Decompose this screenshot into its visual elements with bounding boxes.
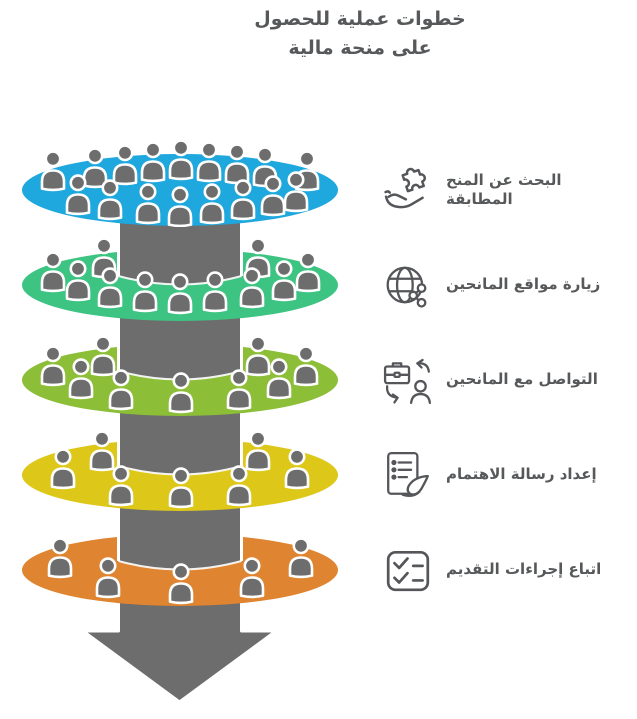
- step-label: اتباع إجراءات التقديم: [446, 560, 602, 579]
- checklist-icon: [383, 545, 433, 595]
- hand-puzzle-icon: [383, 165, 433, 215]
- step-label: إعداد رسالة الاهتمام: [446, 465, 597, 484]
- step-label: زيارة مواقع المانحين: [446, 275, 601, 294]
- column-edge-highlight: [117, 227, 243, 276]
- title-line-2: على منحة مالية: [288, 37, 432, 60]
- step-row-3: التواصل مع المانحين: [383, 340, 633, 420]
- funnel-layer-1-group: [22, 139, 338, 228]
- column-edge-highlight: [117, 512, 243, 561]
- page-title: خطوات عملية للحصول على منحة مالية: [170, 5, 550, 64]
- column-segment: [117, 512, 243, 570]
- title-line-1: خطوات عملية للحصول: [254, 8, 466, 30]
- step-label: التواصل مع المانحين: [446, 370, 598, 389]
- column-edge-highlight: [117, 322, 243, 371]
- funnel-layer-3-group: [22, 322, 338, 416]
- step-label: البحث عن المنح المطابقة: [446, 170, 562, 209]
- column-segment: [117, 227, 243, 285]
- briefcase-person-icon: [383, 355, 433, 405]
- letter-pen-icon: [383, 450, 433, 500]
- column-segment: [117, 322, 243, 380]
- column-segment: [117, 417, 243, 475]
- step-row-4: إعداد رسالة الاهتمام: [383, 435, 633, 515]
- step-row-1: البحث عن المنح المطابقة: [383, 150, 633, 230]
- step-row-5: اتباع إجراءات التقديم: [383, 530, 633, 610]
- globe-share-icon: [383, 260, 433, 310]
- funnel-layer-4-group: [22, 417, 338, 511]
- step-row-2: زيارة مواقع المانحين: [383, 245, 633, 325]
- column-edge-highlight: [117, 417, 243, 466]
- funnel-layer-5-group: [22, 512, 338, 606]
- funnel-layer-2-group: [22, 227, 338, 321]
